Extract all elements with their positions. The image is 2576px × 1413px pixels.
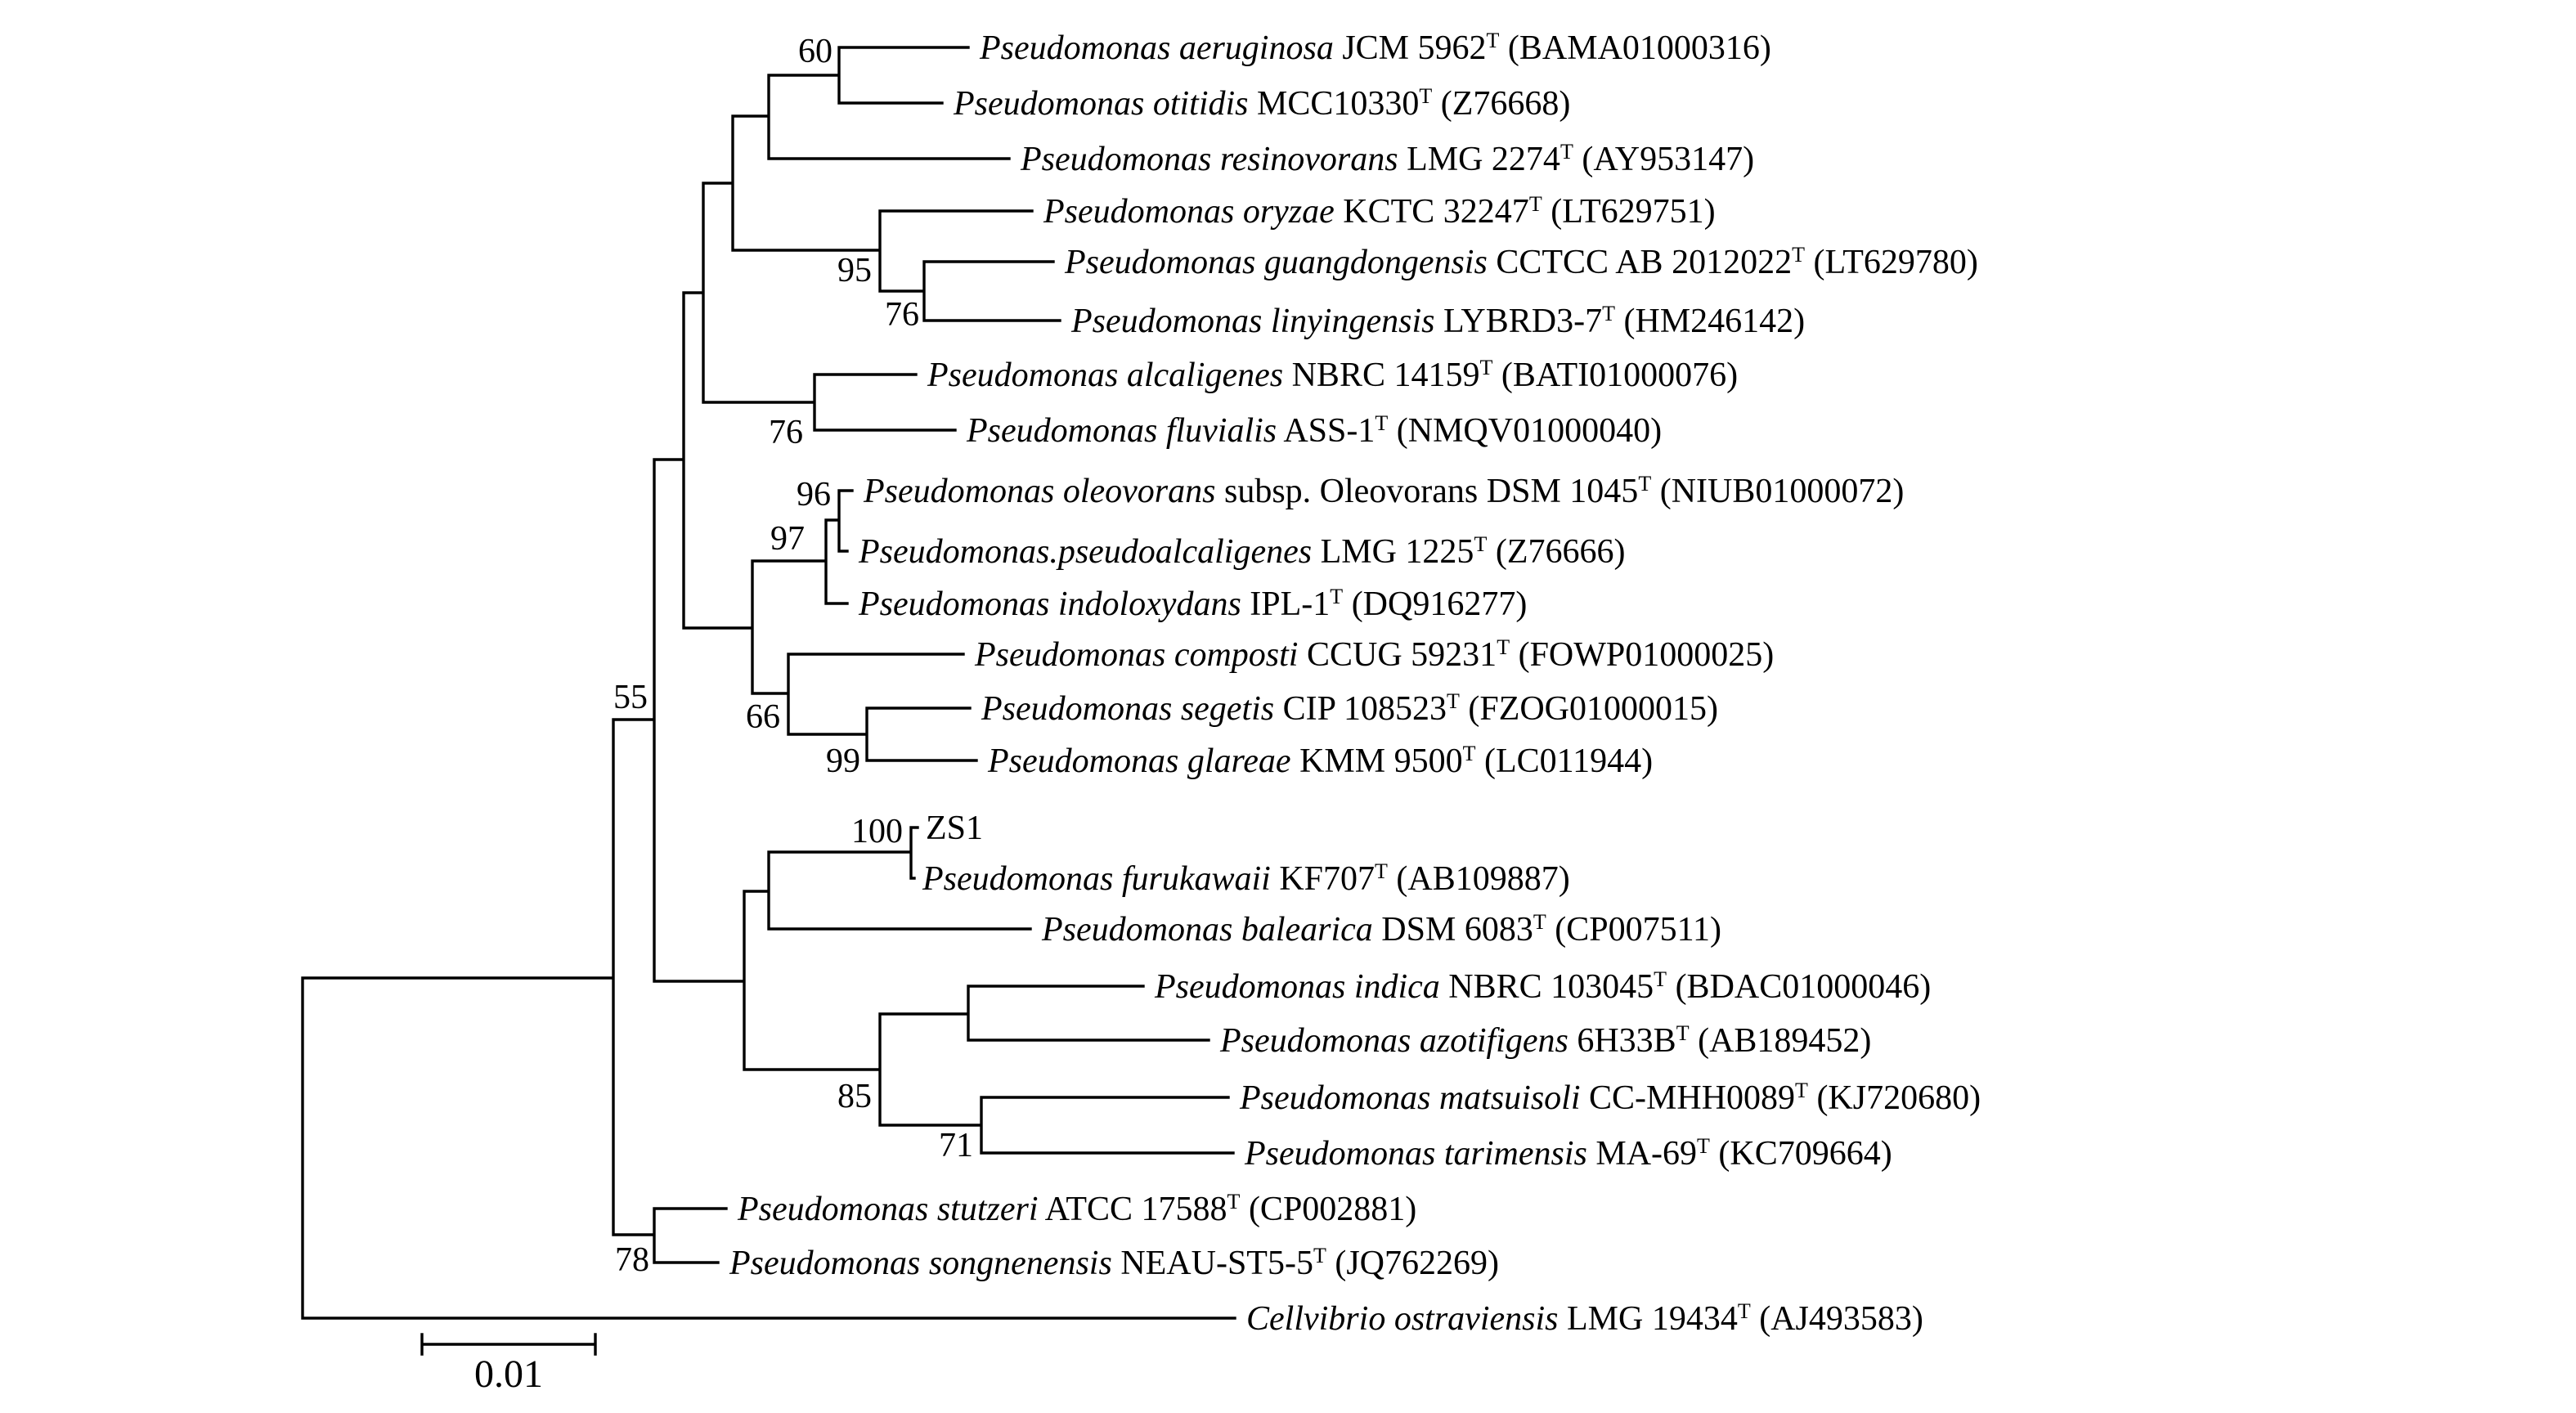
taxon-label-balearica: Pseudomonas balearica DSM 6083T (CP00751… (1041, 910, 1721, 949)
taxon-label-otitidis: Pseudomonas otitidis MCC10330T (Z76668) (953, 84, 1570, 123)
support-value-78: 78 (615, 1241, 649, 1279)
taxon-label-cellvibrio: Cellvibrio ostraviensis LMG 19434T (AJ49… (1246, 1299, 1923, 1338)
scale-bar-label: 0.01 (474, 1352, 543, 1396)
support-value-100: 100 (851, 813, 903, 850)
taxon-label-songnenensis: Pseudomonas songnenensis NEAU-ST5-5T (JQ… (729, 1244, 1499, 1282)
taxon-label-zs1: ZS1 (926, 810, 983, 847)
taxon-label-segetis: Pseudomonas segetis CIP 108523T (FZOG010… (981, 689, 1718, 728)
taxon-label-guangdongensis: Pseudomonas guangdongensis CCTCC AB 2012… (1064, 243, 1978, 281)
support-value-60: 60 (798, 33, 832, 70)
support-value-55: 55 (613, 679, 648, 716)
support-value-85: 85 (837, 1078, 872, 1115)
taxon-label-pseudoalcaligenes: Pseudomonas.pseudoalcaligenes LMG 1225T … (858, 532, 1625, 571)
taxon-label-tarimensis: Pseudomonas tarimensis MA-69T (KC709664) (1244, 1134, 1892, 1173)
support-value-66: 66 (746, 698, 780, 736)
taxon-label-matsuisoli: Pseudomonas matsuisoli CC-MHH0089T (KJ72… (1239, 1079, 1981, 1117)
taxon-label-indoloxydans: Pseudomonas indoloxydans IPL-1T (DQ91627… (858, 585, 1527, 623)
taxon-label-composti: Pseudomonas composti CCUG 59231T (FOWP01… (974, 635, 1774, 674)
taxon-label-linyingensis: Pseudomonas linyingensis LYBRD3-7T (HM24… (1070, 302, 1805, 340)
scale-bar (420, 1333, 597, 1356)
taxon-label-oleovorans: Pseudomonas oleovorans subsp. Oleovorans… (863, 472, 1904, 510)
support-value-76-linyingensis: 76 (885, 296, 919, 334)
taxon-label-aeruginosa: Pseudomonas aeruginosa JCM 5962T (BAMA01… (979, 29, 1771, 67)
taxon-label-stutzeri: Pseudomonas stutzeri ATCC 17588T (CP0028… (737, 1190, 1416, 1228)
taxon-label-fluvialis: Pseudomonas fluvialis ASS-1T (NMQV010000… (966, 411, 1662, 450)
taxon-label-alcaligenes: Pseudomonas alcaligenes NBRC 14159T (BAT… (927, 356, 1738, 394)
support-value-76-fluvialis: 76 (769, 414, 803, 451)
support-value-97: 97 (770, 520, 805, 558)
taxon-label-furukawaii: Pseudomonas furukawaii KF707T (AB109887) (922, 859, 1570, 898)
support-value-99: 99 (826, 742, 860, 780)
taxon-label-resinovorans: Pseudomonas resinovorans LMG 2274T (AY95… (1020, 140, 1754, 178)
taxon-label-glareae: Pseudomonas glareae KMM 9500T (LC011944) (987, 742, 1653, 780)
support-value-96: 96 (797, 476, 831, 514)
taxon-label-azotifigens: Pseudomonas azotifigens 6H33BT (AB189452… (1219, 1021, 1871, 1060)
tree-branch-lines (301, 46, 1236, 1320)
support-value-71: 71 (939, 1127, 973, 1164)
support-value-95: 95 (837, 252, 872, 289)
taxon-label-indica: Pseudomonas indica NBRC 103045T (BDAC010… (1154, 967, 1931, 1006)
taxon-label-oryzae: Pseudomonas oryzae KCTC 32247T (LT629751… (1043, 192, 1716, 231)
